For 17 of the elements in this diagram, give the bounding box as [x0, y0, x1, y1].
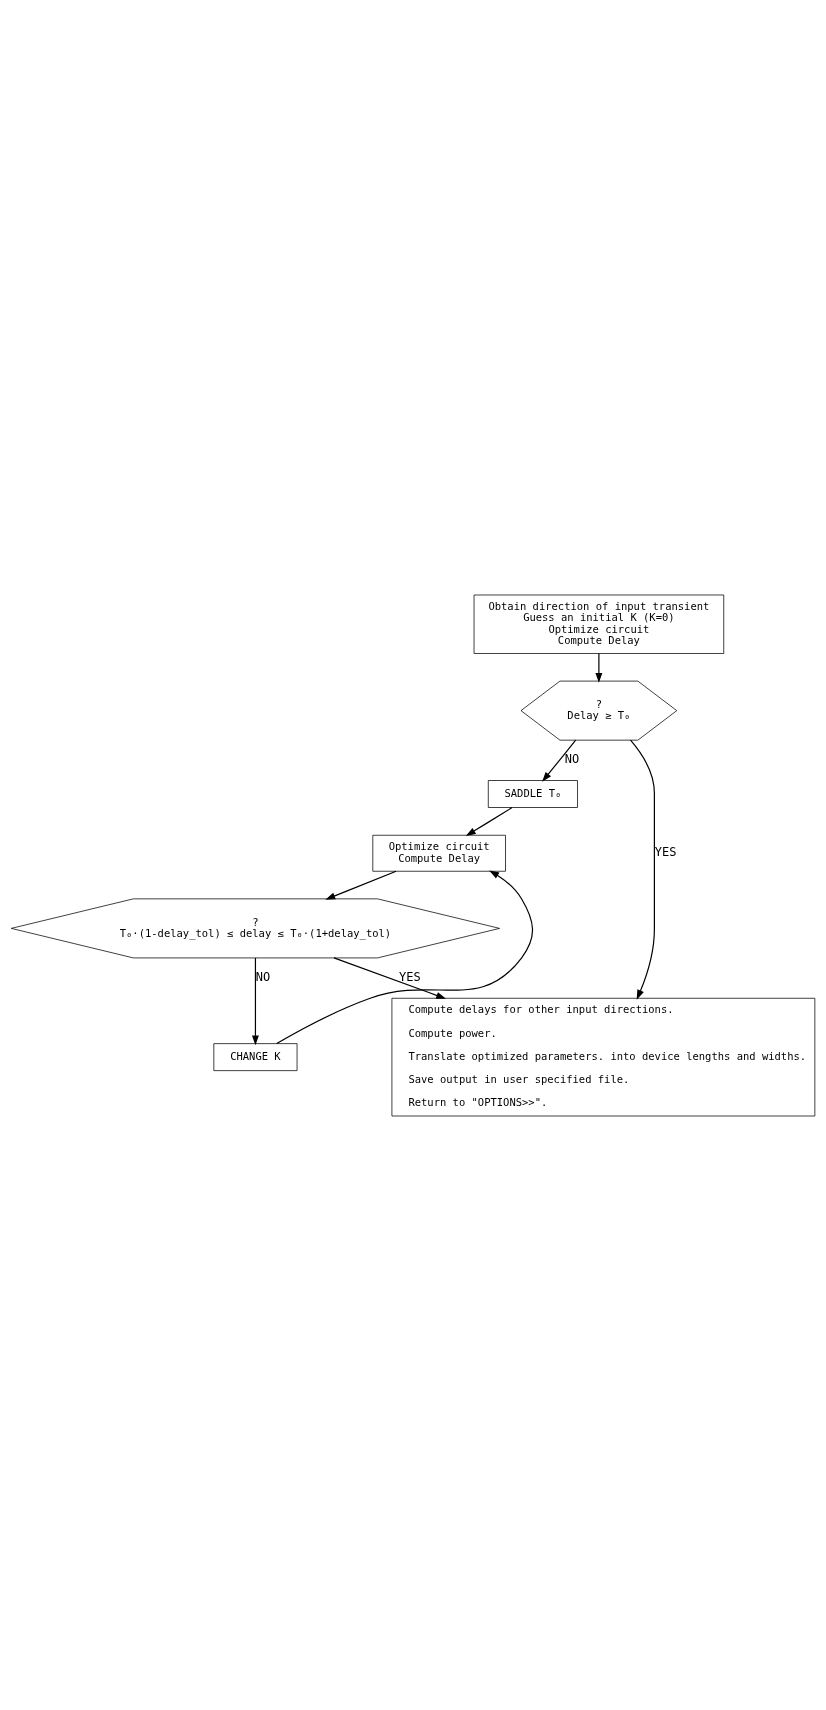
arrow — [325, 870, 397, 900]
edge-label: NO — [255, 969, 271, 984]
node-box: CHANGE K — [213, 1042, 298, 1071]
arrow — [595, 652, 603, 683]
arrow — [333, 956, 447, 999]
arrow — [276, 869, 534, 1044]
edge-label: NO — [564, 751, 580, 766]
node-box: Obtain direction of input transient Guess an initial K (K=0) Optimize circuit Compute Delay — [473, 594, 725, 654]
arrow — [542, 739, 577, 782]
arrow — [465, 806, 513, 836]
arrow — [251, 956, 259, 1045]
node-box: Optimize circuit Compute Delay — [372, 834, 506, 872]
node-box: SADDLE T₀ — [487, 779, 578, 808]
node-box: Compute delays for other input directions. Compute power. Translate optimized parameters. into device lengths and widths. Save output in user specified file. Return to "OPTIONS>>". — [391, 997, 816, 1116]
arrow — [629, 739, 655, 1000]
edge-label: YES — [654, 844, 677, 859]
edge-label: YES — [399, 969, 421, 984]
